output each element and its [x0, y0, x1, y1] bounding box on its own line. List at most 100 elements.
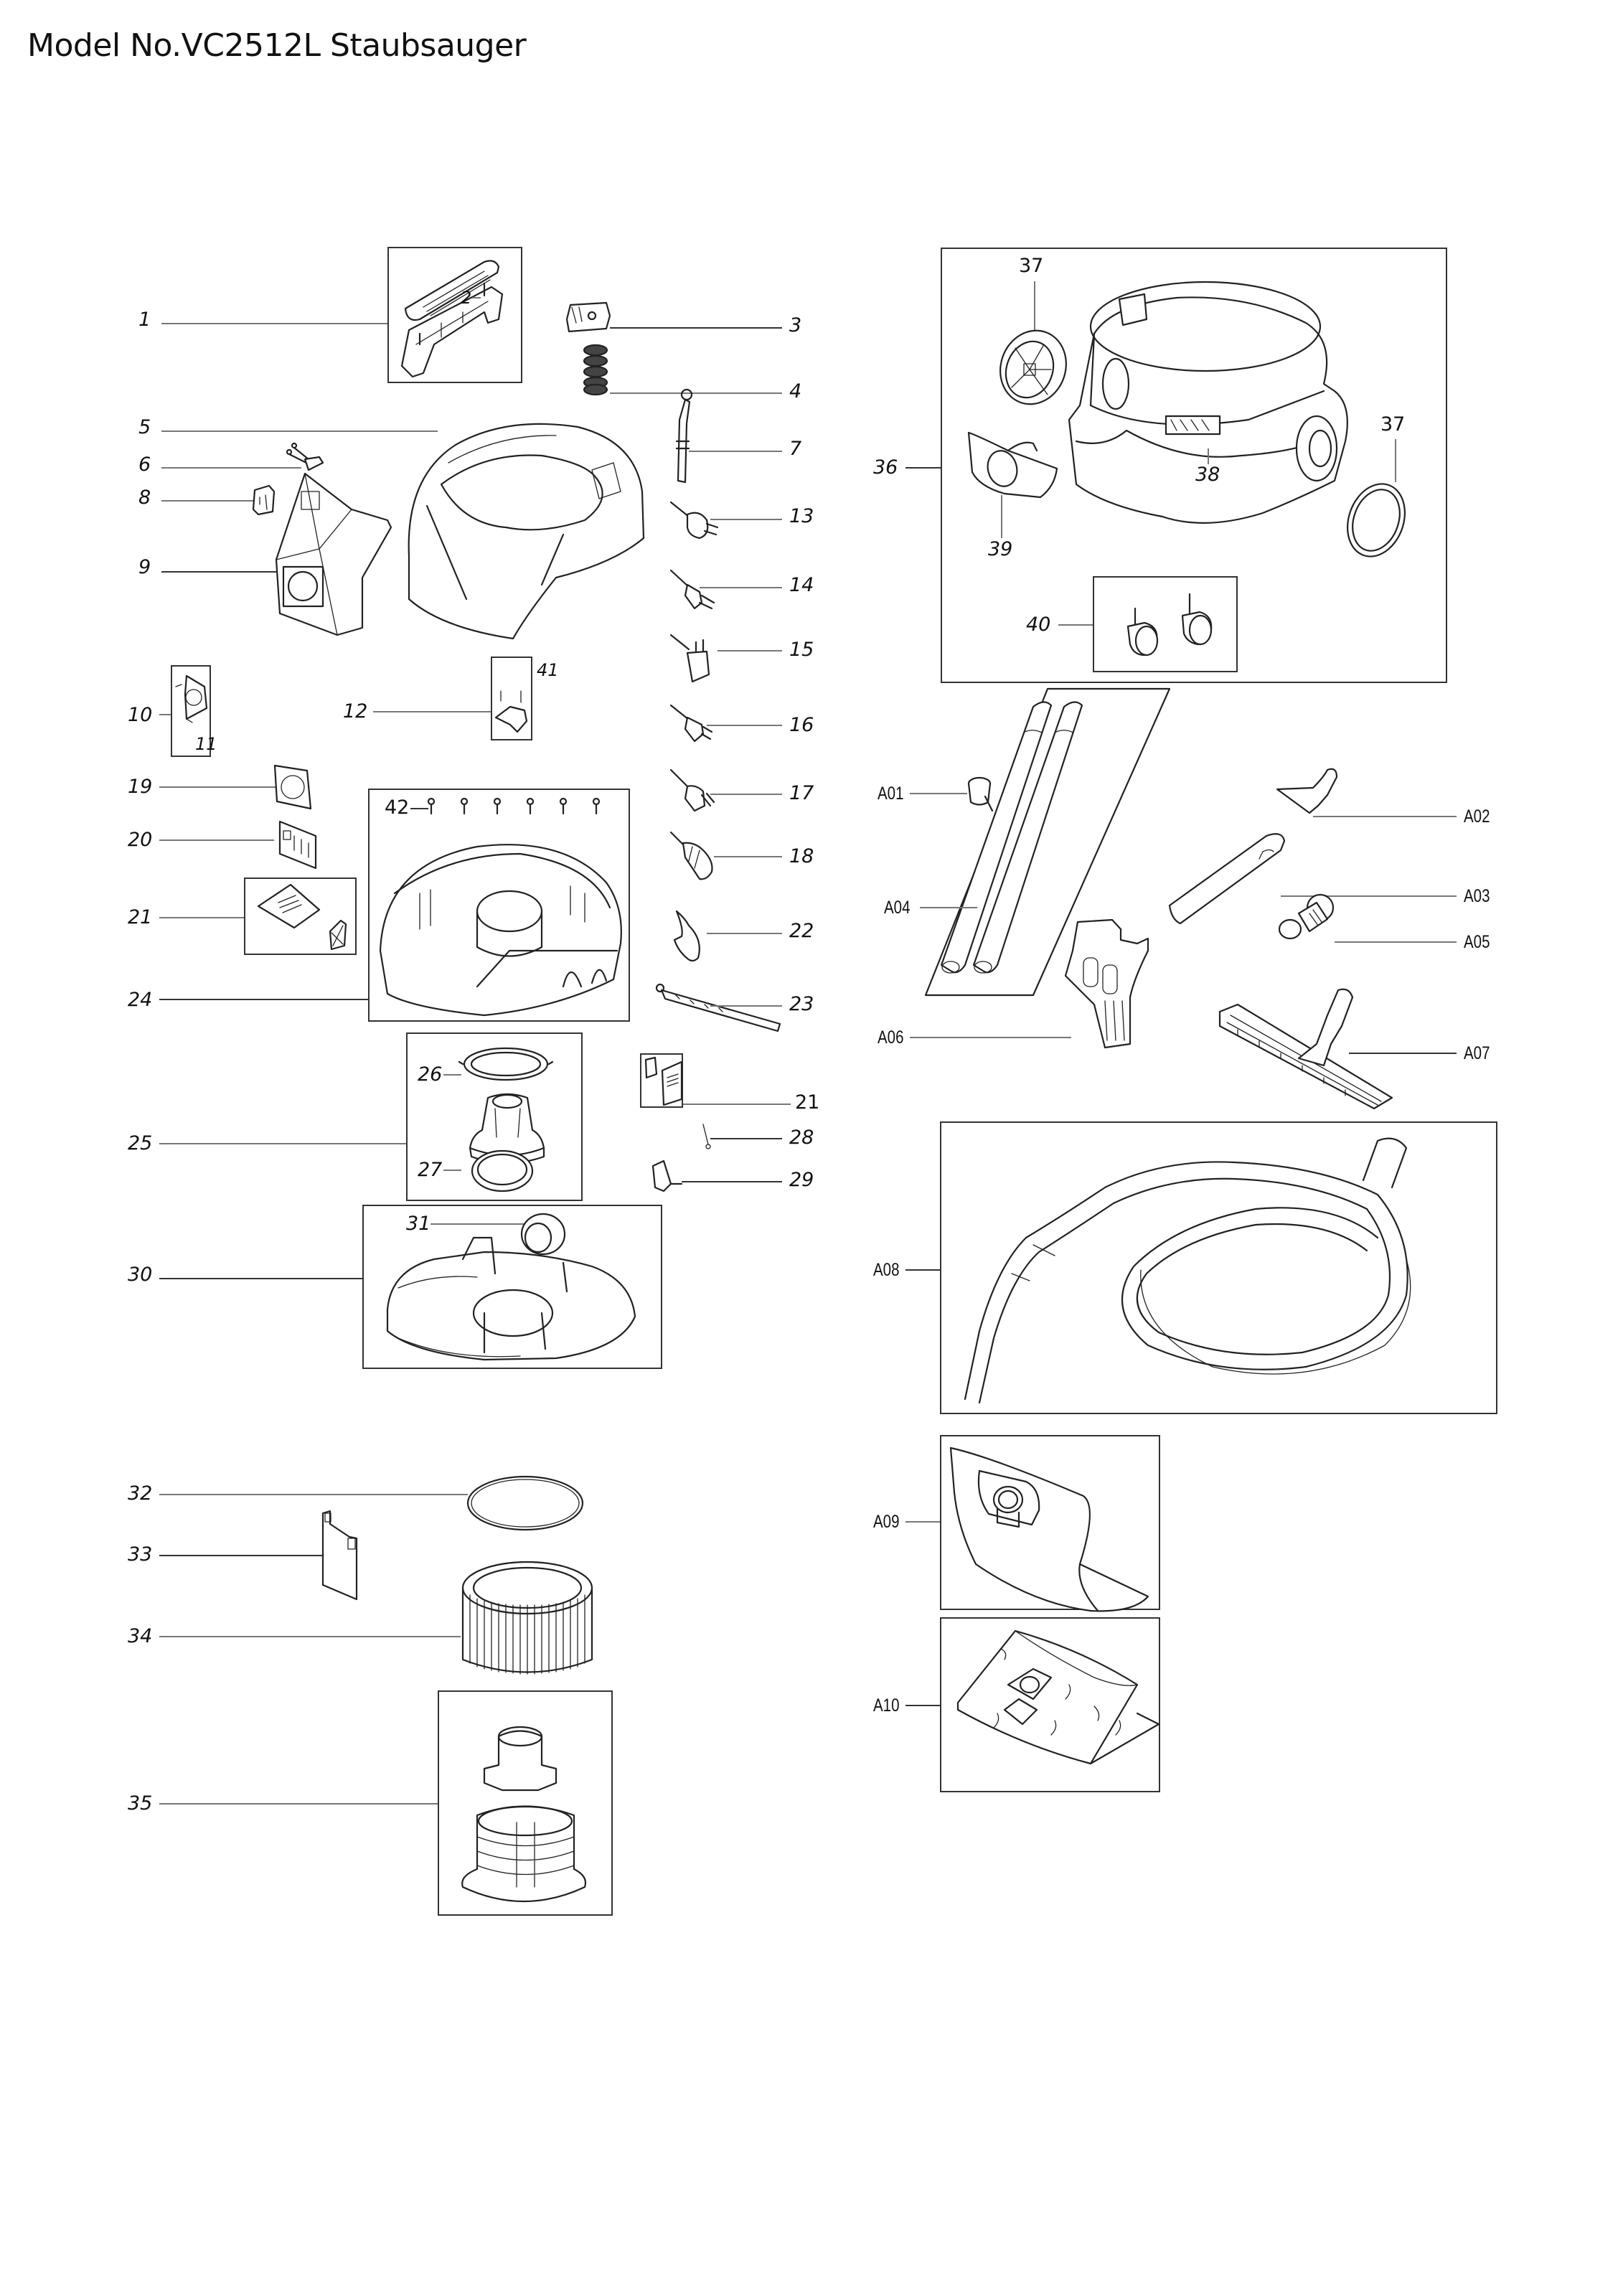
part-label-22[interactable]: 22	[789, 920, 814, 942]
part-label-a10[interactable]: A10	[873, 1695, 900, 1716]
part-label-19[interactable]: 19	[128, 776, 153, 798]
part-label-a09[interactable]: A09	[873, 1512, 900, 1532]
leader-line-23	[710, 1005, 782, 1007]
part-label-41[interactable]: 41	[537, 660, 559, 680]
part-label-38[interactable]: 38	[1195, 464, 1220, 486]
part-10-outlet-box	[171, 665, 211, 757]
part-label-13[interactable]: 13	[789, 505, 814, 527]
leader-line-19	[159, 786, 276, 788]
part-label-25[interactable]: 25	[128, 1132, 153, 1154]
part-label-39[interactable]: 39	[988, 538, 1013, 560]
part-a10-paper-bag-illustration	[956, 1629, 1160, 1765]
part-label-37a[interactable]: 37	[1019, 255, 1044, 277]
part-label-20[interactable]: 20	[128, 829, 153, 851]
part-label-33[interactable]: 33	[128, 1543, 153, 1566]
leader-line-32	[159, 1494, 468, 1495]
part-label-21b[interactable]: 21	[795, 1091, 820, 1114]
leader-line-6	[161, 467, 301, 469]
part-label-35[interactable]: 35	[128, 1792, 153, 1815]
part-a03-crevice-tool-icon	[1168, 833, 1286, 925]
part-label-14[interactable]: 14	[789, 574, 814, 596]
part-label-18[interactable]: 18	[789, 845, 814, 867]
part-a10-paper-bag-box	[940, 1617, 1160, 1792]
part-label-16[interactable]: 16	[789, 714, 814, 736]
part-label-9[interactable]: 9	[138, 556, 151, 578]
leader-line-40	[1058, 624, 1093, 626]
part-29-switch-lever-icon	[651, 1159, 683, 1192]
leader-line-a03	[1281, 895, 1457, 897]
part-36-tank-illustration	[1068, 281, 1348, 524]
leader-line-21a	[159, 917, 244, 918]
part-label-a05[interactable]: A05	[1464, 932, 1490, 952]
leader-line-4	[610, 392, 782, 394]
part-label-a07[interactable]: A07	[1464, 1043, 1490, 1063]
part-21-cover-icon	[257, 883, 347, 951]
part-40-caster-icon	[1126, 593, 1213, 657]
part-label-27[interactable]: 27	[418, 1159, 443, 1181]
part-a08-hose-illustration	[964, 1137, 1411, 1404]
part-label-40[interactable]: 40	[1026, 613, 1051, 636]
part-label-32[interactable]: 32	[128, 1482, 153, 1505]
part-18-plug-icon	[669, 831, 713, 880]
leader-line-a05	[1335, 941, 1457, 943]
part-label-31[interactable]: 31	[406, 1213, 431, 1235]
part-label-34[interactable]: 34	[128, 1625, 153, 1647]
leader-line-21b	[683, 1104, 791, 1105]
leader-line-25	[159, 1143, 406, 1144]
part-label-17[interactable]: 17	[789, 782, 814, 804]
part-label-12[interactable]: 12	[343, 700, 368, 723]
part-10-outlet-icon	[175, 674, 208, 723]
part-label-6[interactable]: 6	[138, 453, 151, 476]
part-label-a01[interactable]: A01	[878, 784, 904, 804]
part-label-30[interactable]: 30	[128, 1264, 153, 1286]
leader-line-a04	[920, 907, 977, 908]
leader-line-42	[410, 808, 428, 809]
part-label-10[interactable]: 10	[128, 704, 153, 726]
part-21-cover-icon-right	[644, 1056, 683, 1106]
leader-line-15	[718, 650, 782, 651]
leader-line-24	[159, 999, 368, 1000]
part-25-motor-box	[406, 1032, 583, 1201]
part-label-2[interactable]: 2	[461, 288, 472, 308]
part-40-caster-box	[1093, 576, 1238, 672]
part-label-7[interactable]: 7	[789, 438, 802, 460]
part-label-4[interactable]: 4	[789, 380, 802, 403]
part-label-a02[interactable]: A02	[1464, 806, 1490, 827]
part-label-a06[interactable]: A06	[878, 1027, 904, 1048]
leader-line-8	[161, 500, 253, 502]
part-label-21a[interactable]: 21	[128, 906, 153, 928]
part-label-a03[interactable]: A03	[1464, 886, 1490, 906]
part-label-36[interactable]: 36	[873, 456, 898, 479]
part-21-cover-box-left	[244, 878, 357, 955]
part-label-a04[interactable]: A04	[884, 898, 911, 918]
leader-line-a09	[905, 1521, 940, 1523]
part-label-8[interactable]: 8	[138, 486, 151, 509]
leader-line-22	[707, 933, 782, 934]
part-label-3[interactable]: 3	[789, 314, 802, 337]
part-label-23[interactable]: 23	[789, 993, 814, 1015]
part-label-42[interactable]: 42	[385, 796, 410, 819]
part-label-a08[interactable]: A08	[873, 1260, 900, 1280]
part-label-1[interactable]: 1	[138, 309, 151, 331]
part-4-spring-icon	[583, 344, 608, 396]
part-27-ring-icon	[471, 1149, 534, 1192]
part-label-28[interactable]: 28	[789, 1126, 814, 1149]
part-label-37b[interactable]: 37	[1380, 413, 1406, 436]
part-23-strap-icon	[655, 983, 781, 1032]
part-30-filter-housing-illustration	[386, 1213, 636, 1361]
leader-line-30	[159, 1278, 362, 1279]
part-label-24[interactable]: 24	[128, 989, 153, 1011]
part-label-5[interactable]: 5	[138, 416, 151, 438]
part-28-wire-icon	[702, 1124, 711, 1149]
part-15-plug-icon	[669, 634, 710, 683]
part-label-11[interactable]: 11	[195, 734, 217, 754]
part-label-15[interactable]: 15	[789, 639, 814, 661]
part-a05-adapter-icon	[1278, 893, 1335, 940]
part-a06-tool-holder-icon	[1064, 918, 1149, 1049]
part-label-26[interactable]: 26	[418, 1063, 443, 1086]
part-a07-floor-nozzle-icon	[1218, 988, 1393, 1110]
part-19-gasket-icon	[273, 764, 312, 810]
leader-line-a10	[905, 1705, 940, 1706]
part-label-29[interactable]: 29	[789, 1169, 814, 1191]
page-title: Model No.VC2512L Staubsauger	[27, 27, 527, 64]
